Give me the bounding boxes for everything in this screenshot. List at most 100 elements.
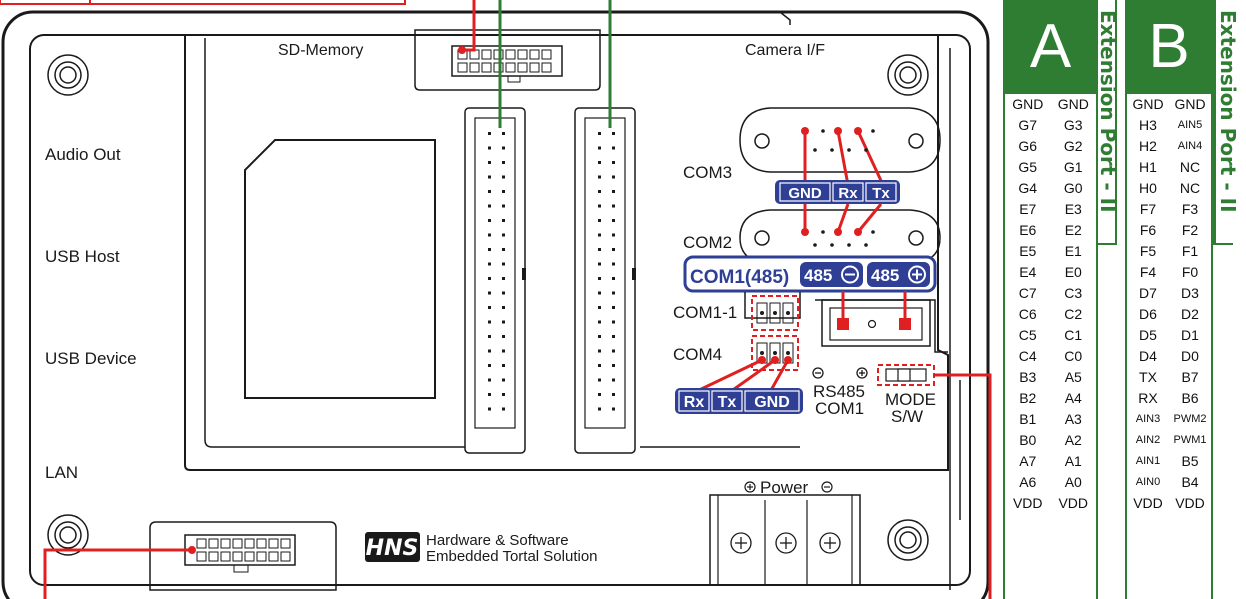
pin-cell: D4 bbox=[1139, 348, 1157, 364]
pin-cell: A5 bbox=[1064, 369, 1082, 385]
pin-cell: G1 bbox=[1063, 159, 1083, 175]
top-connector bbox=[414, 29, 601, 91]
power-plus-icon bbox=[744, 481, 756, 493]
header-pin bbox=[502, 378, 505, 382]
header-pin bbox=[598, 320, 601, 324]
pin-row: H2 AIN4 bbox=[1127, 136, 1211, 157]
header-pin bbox=[502, 161, 505, 164]
pin-cell: E7 bbox=[1019, 201, 1037, 217]
pin-cell: B3 bbox=[1019, 369, 1037, 385]
pin-cell: GND bbox=[1012, 96, 1044, 112]
header-pin bbox=[612, 262, 615, 266]
header-pin bbox=[598, 161, 601, 164]
main-panel bbox=[184, 35, 949, 471]
header-pin bbox=[612, 161, 615, 164]
header-pin bbox=[598, 248, 601, 251]
pin-cell: B1 bbox=[1019, 411, 1037, 427]
header-pin bbox=[502, 277, 505, 280]
header-pin bbox=[488, 364, 491, 367]
pin-cell: AIN3 bbox=[1135, 413, 1161, 425]
com4-rx: Rx bbox=[684, 394, 705, 411]
header-pin bbox=[612, 320, 615, 324]
camera-if-label: Camera I/F bbox=[745, 42, 825, 59]
pin-cell: GND bbox=[1057, 96, 1089, 112]
header-pin bbox=[598, 175, 601, 179]
sw-label: S/W bbox=[891, 407, 923, 426]
header-pin bbox=[488, 291, 491, 295]
header-pin bbox=[598, 291, 601, 295]
pin-cell: A3 bbox=[1064, 411, 1082, 427]
pin-cell: AIN4 bbox=[1177, 140, 1203, 152]
header-pin bbox=[488, 378, 491, 382]
header-pin bbox=[502, 248, 505, 251]
header-pin bbox=[598, 393, 601, 396]
pin-cell: AIN5 bbox=[1177, 119, 1203, 131]
header-pin bbox=[488, 161, 491, 164]
port-b-lead bbox=[1168, 0, 1171, 12]
com3-connector bbox=[739, 107, 941, 173]
port-a-lead bbox=[1047, 0, 1050, 12]
port-a-bracket-foot bbox=[1098, 243, 1115, 245]
com1-485-badge: COM1(485) 485 485 bbox=[683, 255, 937, 293]
pin-cell: H3 bbox=[1139, 117, 1157, 133]
usb-device-label: USB Device bbox=[45, 349, 137, 368]
rs485-polarity-icons bbox=[812, 367, 868, 379]
header-connector-right bbox=[574, 107, 636, 454]
pin-cell: F0 bbox=[1181, 264, 1199, 280]
bottom-connector bbox=[149, 521, 337, 591]
port-b-bracket bbox=[1213, 0, 1216, 245]
pin-cell: H2 bbox=[1139, 138, 1157, 154]
header-connector-left bbox=[464, 107, 526, 454]
pin-cell: H0 bbox=[1139, 180, 1157, 196]
pin-cell: B4 bbox=[1181, 474, 1199, 490]
header-pin bbox=[502, 132, 505, 135]
pin-cell: G6 bbox=[1018, 138, 1038, 154]
pin-cell: VDD bbox=[1012, 495, 1043, 511]
pin-cell: H1 bbox=[1139, 159, 1157, 175]
rs485-label: RS485 bbox=[813, 382, 865, 401]
pin-row: B3 A5 bbox=[1005, 367, 1096, 388]
pin-cell: C1 bbox=[1064, 327, 1083, 343]
header-pin bbox=[502, 291, 505, 295]
com2-label: COM2 bbox=[683, 233, 732, 252]
header-pin bbox=[612, 190, 615, 193]
com1-1-label: COM1-1 bbox=[673, 303, 737, 322]
header-pin bbox=[502, 364, 505, 367]
header-pin bbox=[488, 204, 491, 208]
pin-cell: E0 bbox=[1064, 264, 1082, 280]
top-left-red-box bbox=[0, 0, 406, 5]
header-pin bbox=[502, 262, 505, 266]
header-pin bbox=[612, 335, 615, 338]
header-pin bbox=[612, 291, 615, 295]
pin-cell: B7 bbox=[1181, 369, 1199, 385]
pin-cell: F7 bbox=[1139, 201, 1157, 217]
pin-cell: C4 bbox=[1018, 348, 1037, 364]
port-a-letter: A bbox=[1005, 0, 1096, 94]
pin-cell: PWM2 bbox=[1173, 413, 1207, 425]
pin-cell: TX bbox=[1139, 369, 1157, 385]
header-pin bbox=[502, 393, 505, 396]
pin-cell: AIN1 bbox=[1135, 455, 1161, 467]
pin-cell: D2 bbox=[1181, 306, 1199, 322]
com3-label: COM3 bbox=[683, 163, 732, 182]
pin-cell: F1 bbox=[1181, 243, 1199, 259]
